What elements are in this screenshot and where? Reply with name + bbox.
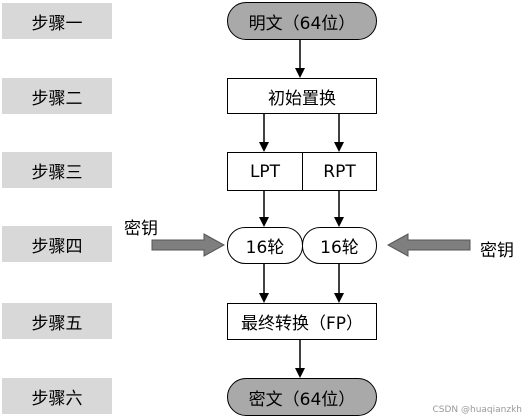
key-arrow-left (151, 233, 226, 257)
step-label-6: 步骤六 (2, 378, 112, 414)
initial-permutation-node: 初始置换 (227, 78, 377, 114)
step-label-3: 步骤三 (2, 152, 112, 188)
final-permutation-node: 最终转换（FP） (227, 303, 377, 340)
key-label-right: 密钥 (480, 241, 514, 261)
key-arrow-right (386, 233, 471, 257)
watermark: CSDN @huaqianzkh (432, 405, 522, 415)
lpt-node: LPT (227, 152, 303, 191)
key-label-left: 密钥 (124, 219, 158, 239)
round-right-node: 16轮 (302, 227, 377, 264)
ciphertext-node: 密文（64位） (227, 378, 377, 416)
step-label-1: 步骤一 (2, 3, 112, 39)
rpt-node: RPT (302, 152, 377, 191)
round-left-node: 16轮 (227, 227, 303, 264)
step-label-4: 步骤四 (2, 226, 112, 262)
step-label-2: 步骤二 (2, 78, 112, 114)
plaintext-node: 明文（64位） (227, 2, 377, 40)
step-label-5: 步骤五 (2, 303, 112, 339)
